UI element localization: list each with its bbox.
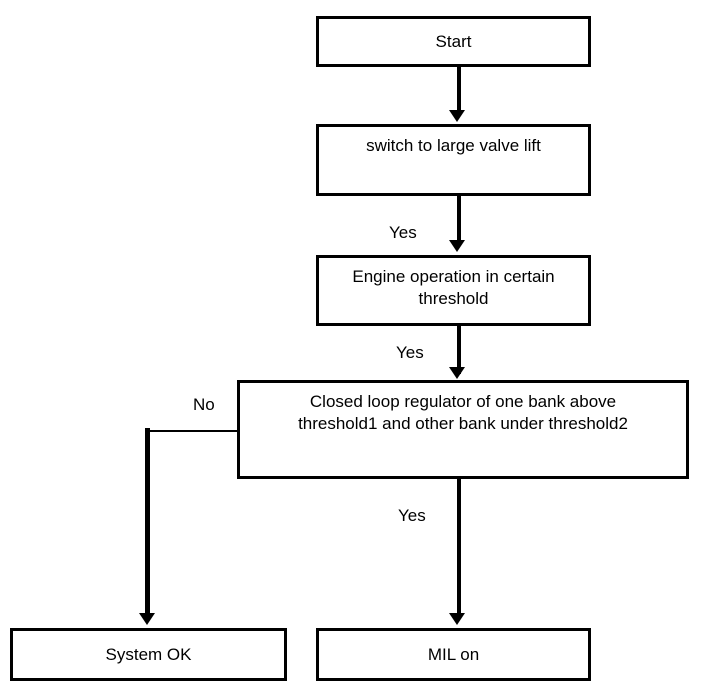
connector-engine-to-closedloop xyxy=(457,326,461,374)
arrowhead-start-to-switch xyxy=(449,110,465,122)
arrowhead-switch-to-engine xyxy=(449,240,465,252)
node-mil-on[interactable]: MIL on xyxy=(316,628,591,681)
connector-start-to-switch xyxy=(457,67,461,115)
connector-no-horizontal xyxy=(147,430,239,432)
edge-label-yes-closedloop-to-milon: Yes xyxy=(398,506,426,525)
arrowhead-engine-to-closedloop xyxy=(449,367,465,379)
arrowhead-closedloop-to-milon xyxy=(449,613,465,625)
edge-label-yes-switch-to-engine: Yes xyxy=(389,223,417,242)
node-switch-to-large-valve-lift-label: switch to large valve lift xyxy=(366,136,541,155)
node-engine-operation-in-certain-threshold-label: Engine operation in certain threshold xyxy=(352,267,555,308)
edge-label-yes-engine-to-closedloop: Yes xyxy=(396,343,424,362)
node-closed-loop-regulator[interactable]: Closed loop regulator of one bank above … xyxy=(237,380,689,479)
node-start-label: Start xyxy=(435,31,472,51)
node-switch-to-large-valve-lift[interactable]: switch to large valve lift xyxy=(316,124,591,196)
node-system-ok[interactable]: System OK xyxy=(10,628,287,681)
arrowhead-no-to-systemok xyxy=(139,613,155,625)
connector-switch-to-engine xyxy=(457,196,461,246)
connector-closedloop-to-milon xyxy=(457,479,461,619)
node-closed-loop-regulator-label: Closed loop regulator of one bank above … xyxy=(298,392,628,433)
node-start[interactable]: Start xyxy=(316,16,591,67)
node-engine-operation-in-certain-threshold[interactable]: Engine operation in certain threshold xyxy=(316,255,591,326)
edge-label-no-closedloop-to-systemok: No xyxy=(193,395,215,414)
node-mil-on-label: MIL on xyxy=(427,644,480,664)
node-system-ok-label: System OK xyxy=(105,644,192,664)
connector-no-vertical xyxy=(145,428,150,619)
